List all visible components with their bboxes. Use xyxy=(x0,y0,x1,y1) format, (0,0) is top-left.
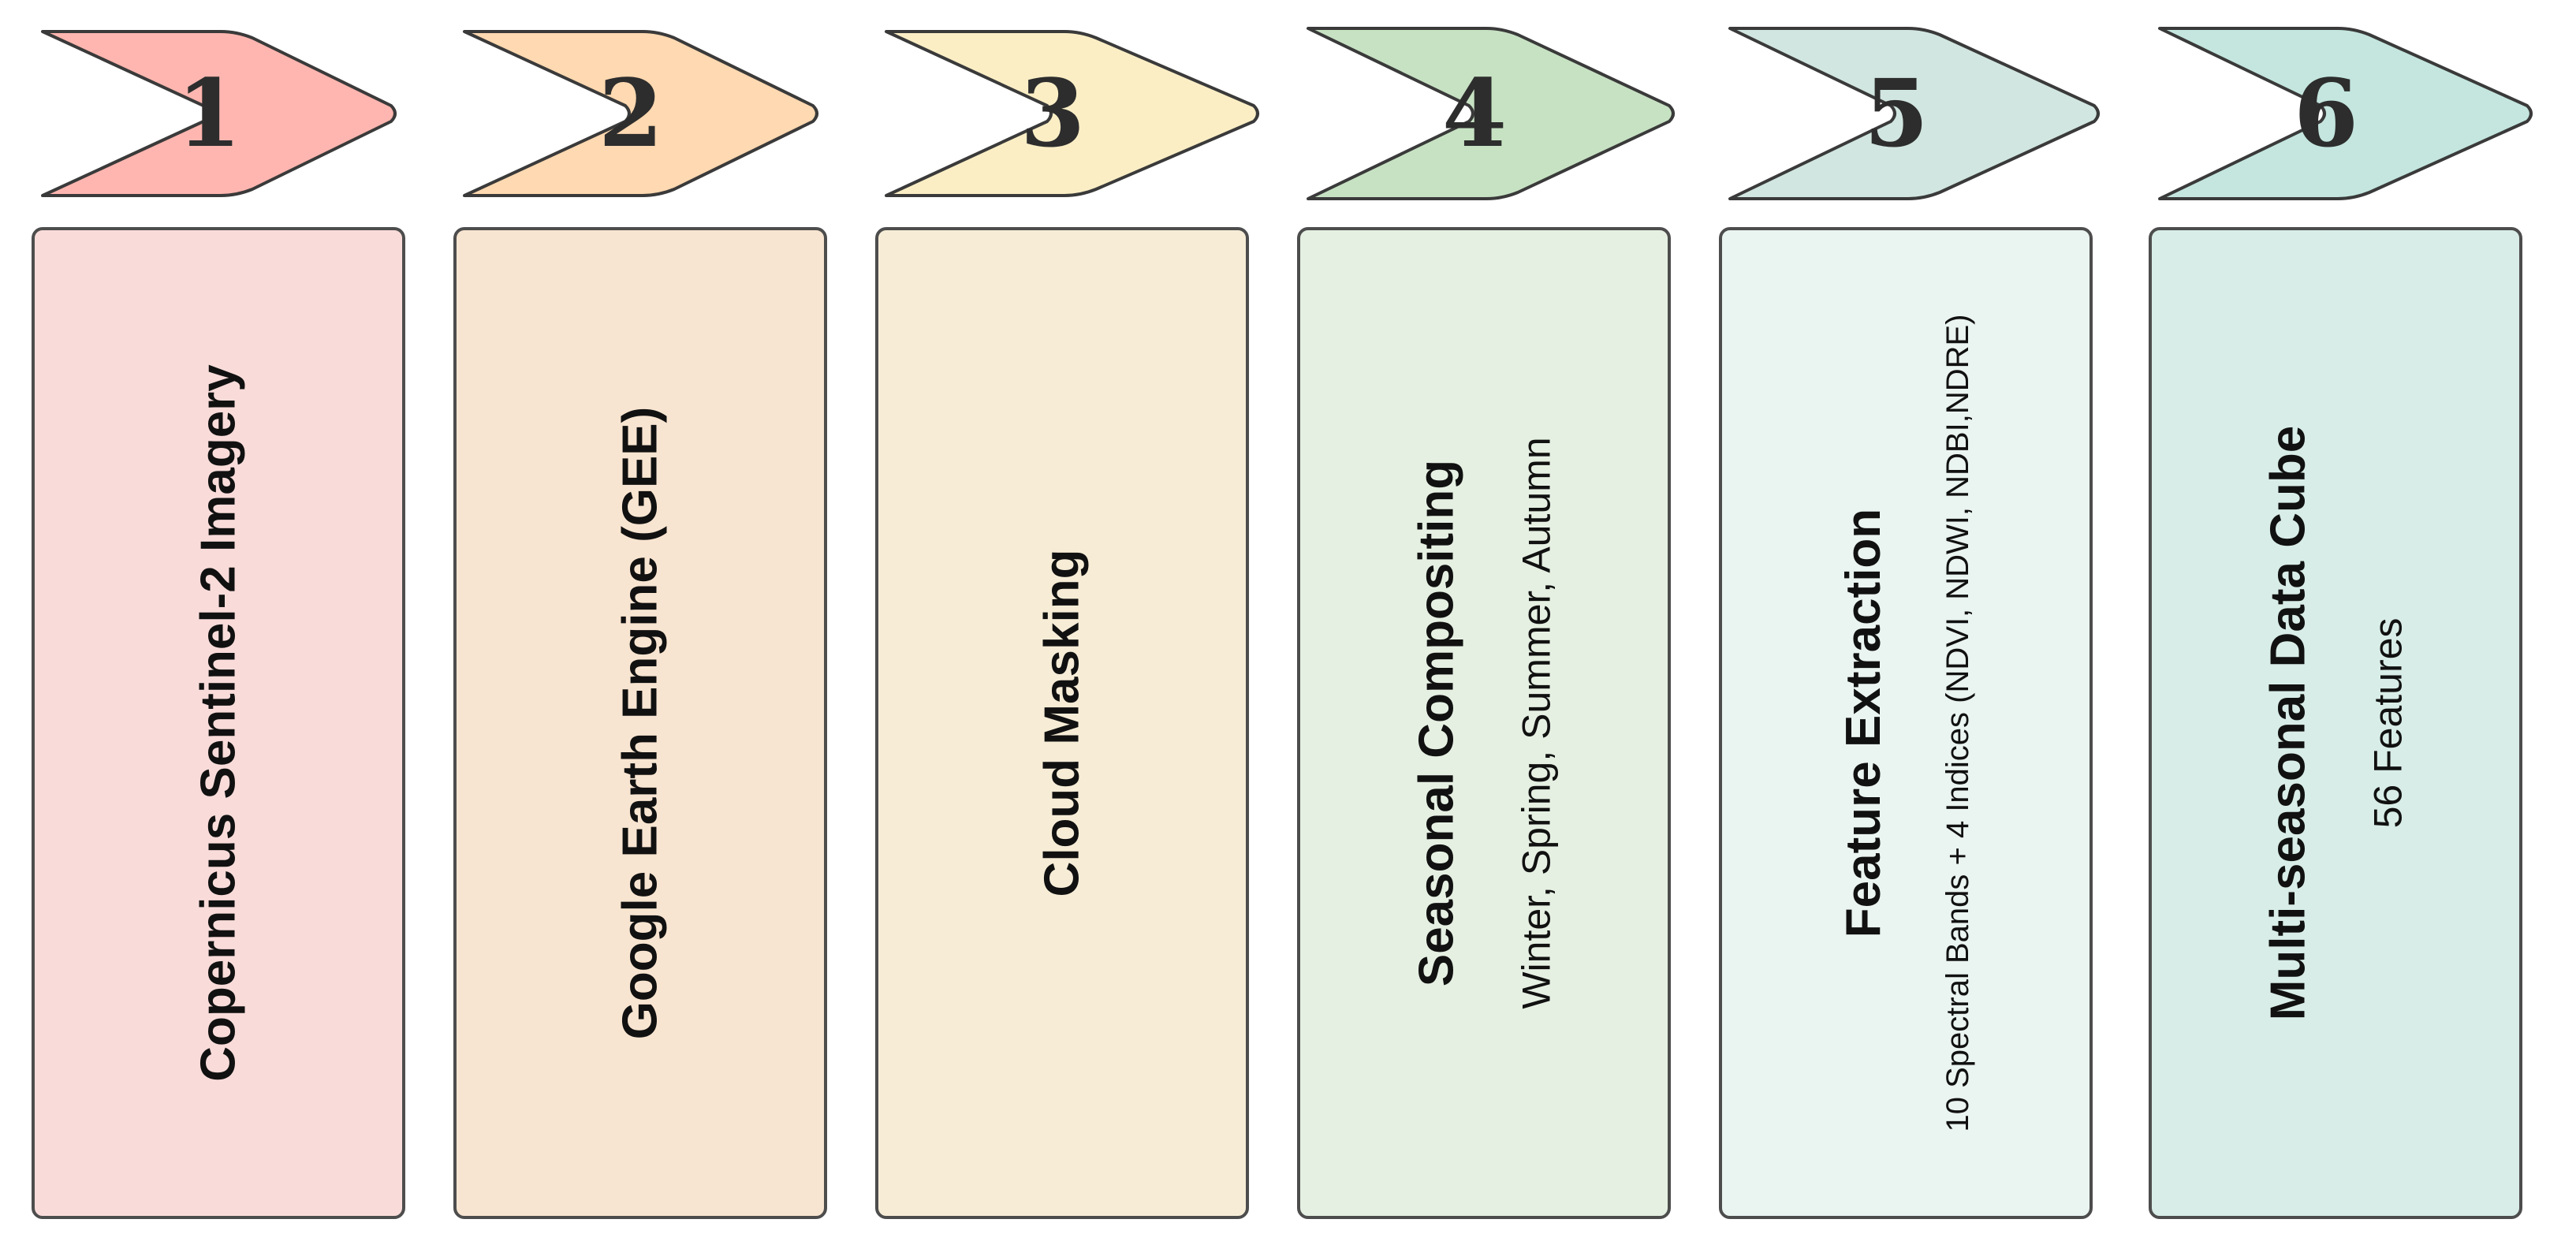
step-3-card: Cloud Masking xyxy=(875,227,1249,1219)
step-1-text: Copernicus Sentinel-2 Imagery xyxy=(191,364,247,1082)
step-6-subtitle: 56 Features xyxy=(2365,617,2410,829)
step-1: 1 Copernicus Sentinel-2 Imagery xyxy=(32,0,434,1249)
step-6-text: Multi-seasonal Data Cube 56 Features xyxy=(2261,426,2411,1020)
chevron-arrow-icon xyxy=(885,30,1259,197)
step-3-chevron: 3 xyxy=(883,27,1277,200)
step-2-number: 2 xyxy=(598,58,664,168)
step-4-chevron: 4 xyxy=(1305,27,1699,200)
step-5-subtitle: 10 Spectral Bands + 4 Indices (NDVI, NDW… xyxy=(1940,314,1975,1132)
step-4-subtitle: Winter, Spring, Summer, Autumn xyxy=(1514,437,1559,1009)
step-4: 4 Seasonal Compositing Winter, Spring, S… xyxy=(1297,0,1699,1249)
step-4-number: 4 xyxy=(1441,58,1508,168)
step-6-number: 6 xyxy=(2293,58,2359,168)
step-5-title: Feature Extraction xyxy=(1836,508,1891,938)
step-6-title: Multi-seasonal Data Cube xyxy=(2261,425,2316,1021)
step-5-card: Feature Extraction 10 Spectral Bands + 4… xyxy=(1719,227,2093,1219)
step-3-text: Cloud Masking xyxy=(1035,550,1090,897)
step-4-text: Seasonal Compositing Winter, Spring, Sum… xyxy=(1409,437,1560,1009)
step-1-number: 1 xyxy=(176,58,242,168)
step-2-text: Google Earth Engine (GEE) xyxy=(613,407,669,1040)
step-3: 3 Cloud Masking xyxy=(875,0,1277,1249)
step-1-title: Copernicus Sentinel-2 Imagery xyxy=(191,364,246,1082)
step-3-number: 3 xyxy=(1020,58,1086,168)
step-6-card: Multi-seasonal Data Cube 56 Features xyxy=(2149,227,2522,1219)
step-2-card: Google Earth Engine (GEE) xyxy=(453,227,827,1219)
step-1-card: Copernicus Sentinel-2 Imagery xyxy=(32,227,405,1219)
step-6-chevron: 6 xyxy=(2157,27,2551,200)
chevron-arrow-icon xyxy=(463,30,818,197)
chevron-arrow-icon xyxy=(1307,27,1675,200)
step-5-number: 5 xyxy=(1863,58,1929,168)
step-6: 6 Multi-seasonal Data Cube 56 Features xyxy=(2149,0,2551,1249)
step-4-title: Seasonal Compositing xyxy=(1409,459,1464,987)
chevron-arrow-icon xyxy=(41,30,397,197)
step-2: 2 Google Earth Engine (GEE) xyxy=(453,0,856,1249)
step-5-chevron: 5 xyxy=(1727,27,2121,200)
step-4-card: Seasonal Compositing Winter, Spring, Sum… xyxy=(1297,227,1671,1219)
step-1-chevron: 1 xyxy=(39,27,434,200)
step-3-title: Cloud Masking xyxy=(1035,549,1090,897)
chevron-arrow-icon xyxy=(2158,27,2533,200)
step-5-text: Feature Extraction 10 Spectral Bands + 4… xyxy=(1836,315,1976,1132)
step-2-title: Google Earth Engine (GEE) xyxy=(613,406,668,1040)
step-5: 5 Feature Extraction 10 Spectral Bands +… xyxy=(1719,0,2121,1249)
chevron-arrow-icon xyxy=(1728,27,2100,200)
step-2-chevron: 2 xyxy=(461,27,856,200)
